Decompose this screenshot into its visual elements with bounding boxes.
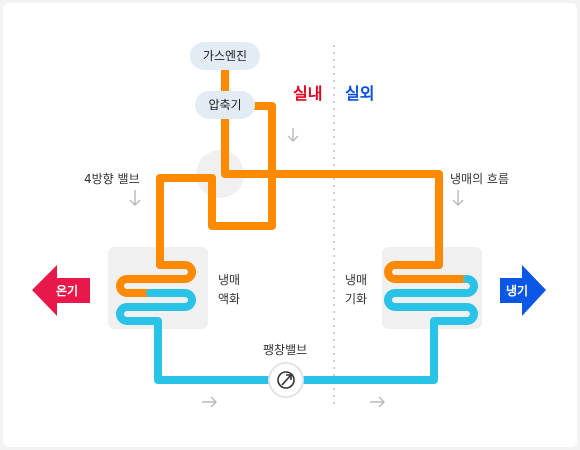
four-way-valve-label: 4방향 밸브 <box>84 172 140 186</box>
hot-pipe <box>116 66 471 297</box>
evaporator-box <box>382 247 482 329</box>
down-arrow-icon <box>129 190 141 206</box>
cold-pipe <box>116 275 478 384</box>
evaporator-cold-coil <box>282 275 478 384</box>
down-arrow-icon <box>452 190 464 206</box>
evaporate-label-2: 기화 <box>345 292 368 306</box>
evaporator-hot-coil <box>384 261 471 283</box>
down-arrow-icon <box>287 128 299 142</box>
valve-to-indoor-pipe <box>156 174 216 269</box>
condense-label-1: 냉매 <box>218 273 241 287</box>
right-arrow-icon <box>202 396 217 408</box>
condense-label-2: 액화 <box>218 292 241 306</box>
indoor-label: 실내 <box>293 84 323 103</box>
condenser-hot-coil <box>116 261 196 297</box>
compressor-pill: 압축기 <box>195 91 255 119</box>
heating-arrow <box>32 265 90 316</box>
evaporate-label-1: 냉매 <box>345 273 368 287</box>
right-arrow-icon <box>370 396 385 408</box>
refrigerant-flow-label: 냉매의 흐름 <box>450 172 510 186</box>
cooling-arrow <box>500 265 546 316</box>
expansion-valve-label: 팽창밸브 <box>263 343 308 357</box>
compressor-to-outdoor-pipe <box>221 114 443 269</box>
cooling-label: 냉기 <box>506 284 529 298</box>
valve-icon <box>268 362 304 398</box>
compressor-loop-pipe <box>208 102 276 230</box>
gas-engine-pill: 가스엔진 <box>190 42 260 70</box>
heating-label: 온기 <box>56 284 79 298</box>
condenser-cold-coil <box>116 289 290 384</box>
outdoor-label: 실외 <box>345 84 375 103</box>
